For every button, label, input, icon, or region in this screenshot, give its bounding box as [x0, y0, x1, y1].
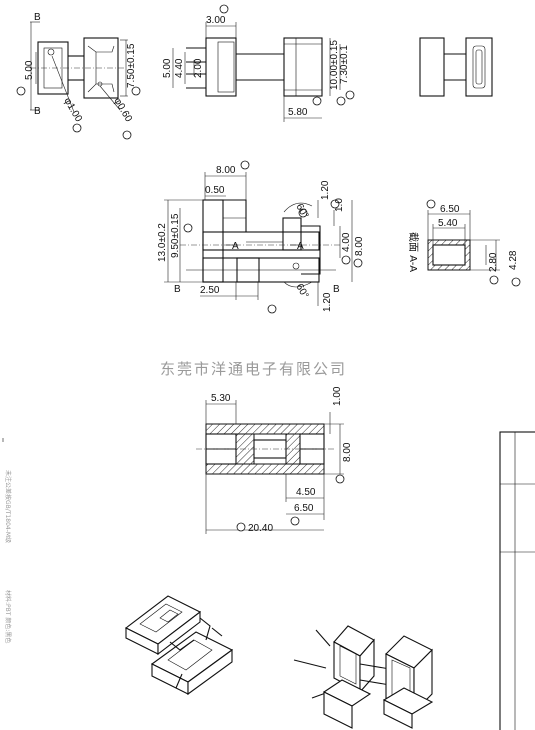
dim-top-300: 3.00	[206, 15, 226, 26]
top-right-view	[419, 37, 493, 97]
top-left-view	[16, 21, 141, 140]
marker-a-left: A	[232, 241, 239, 252]
dim-top-730: 7.30±0.1	[339, 45, 350, 84]
dim-tl-100: φ1.00	[61, 96, 84, 124]
dim-mid-1300: 13.0±0.2	[157, 223, 168, 262]
marker-b-left: B	[174, 284, 181, 295]
dim-tl-060: φ0.60	[111, 96, 134, 124]
dim-mid-10: 1.0	[334, 198, 345, 212]
top-center-view	[172, 4, 355, 122]
marker-b-top: B	[34, 12, 41, 23]
dim-bot-100: 1.00	[332, 386, 343, 406]
dim-mid-120b: 1.20	[322, 292, 333, 312]
angle-60-bottom: 60°	[293, 282, 310, 301]
dim-tl-750: 7.50±0.15	[126, 43, 137, 88]
dim-mid-120a: 1.20	[320, 180, 331, 200]
dim-top-580: 5.80	[288, 107, 308, 118]
dim-top-1000: 10.00±0.15	[329, 40, 340, 90]
dim-sec-280: 2.80	[488, 252, 499, 272]
dim-top-200: 2.00	[193, 58, 204, 78]
section-label: 截面 A-A	[407, 232, 420, 272]
middle-view	[164, 160, 363, 314]
dim-mid-400: 4.00	[341, 232, 352, 252]
dim-mid-800v: 8.00	[354, 236, 365, 256]
dim-mid-800: 8.00	[216, 165, 236, 176]
section-a-a-view	[426, 199, 521, 287]
title-block-frame	[499, 431, 535, 730]
dim-mid-950: 9.50±0.15	[170, 213, 181, 258]
dim-bot-2040: 20.40	[248, 523, 273, 534]
dim-mid-250: 2.50	[200, 285, 220, 296]
dim-top-440: 4.40	[174, 58, 185, 78]
dim-bot-450: 4.50	[296, 487, 316, 498]
dim-tl-500: 5.00	[24, 60, 35, 80]
dim-bot-800: 8.00	[342, 442, 353, 462]
dim-bot-530: 5.30	[211, 393, 231, 404]
marker-b-bottom: B	[34, 106, 41, 117]
dim-bot-650: 6.50	[294, 503, 314, 514]
dim-sec-540: 5.40	[438, 218, 458, 229]
company-watermark: 东莞市洋通电子有限公司	[160, 360, 347, 378]
left-edge-note: 未注公差按GB/T1804-M级	[4, 470, 12, 543]
bottom-section-view	[196, 400, 345, 534]
isometric-view-left	[124, 595, 234, 696]
dim-mid-050: 0.50	[205, 185, 225, 196]
dim-sec-428: 4.28	[508, 250, 519, 270]
dim-sec-650: 6.50	[440, 204, 460, 215]
marker-b-right: B	[333, 284, 340, 295]
left-edge-note-2: 材料:PBT 颜色:黑色	[4, 590, 12, 643]
marker-a-right: A	[297, 241, 304, 252]
dim-top-500: 5.00	[162, 58, 173, 78]
isometric-view-right	[293, 625, 434, 729]
